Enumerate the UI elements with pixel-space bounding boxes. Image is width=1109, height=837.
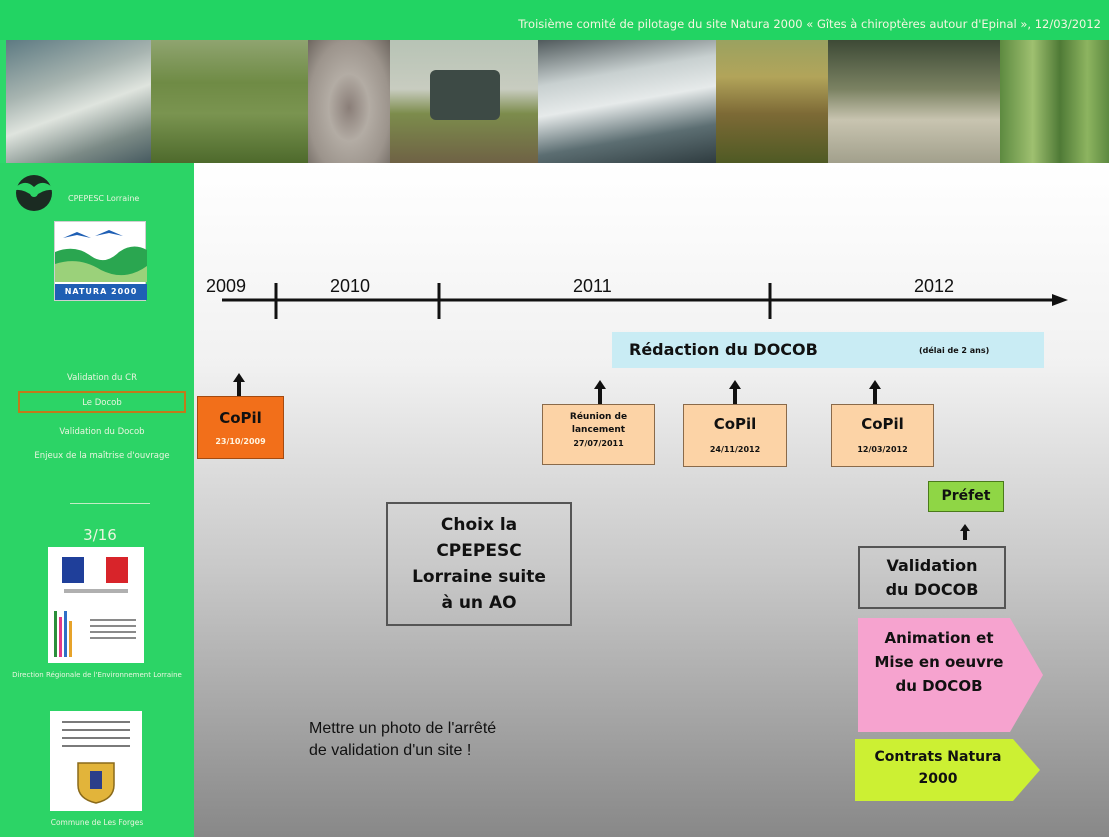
reunion-title: Réunion de lancement [569,412,628,435]
copil-nov-title: CoPil [713,415,757,433]
arrow-up-icon [960,524,970,540]
natura-2000-logo: NATURA 2000 [54,221,147,301]
dreal-caption: Direction Régionale de l'Environnement L… [12,671,182,679]
photo-bat [308,40,390,163]
copil-nov-box: CoPil 24/11/2012 [683,404,787,467]
nav-item-validation-cr[interactable]: Validation du CR [66,373,137,383]
nav-item-validation-docob[interactable]: Validation du Docob [59,427,145,437]
dreal-logo [48,547,144,663]
validation-docob-box: Validation du DOCOB [858,546,1006,609]
timeline-axis [222,283,1068,319]
year-2009: 2009 [206,276,247,296]
choix-box: Choix la CPEPESC Lorraine suite à un AO [386,502,572,626]
arrow-up-icon [729,380,741,404]
slide-title: Troisième comité de pilotage du site Nat… [518,17,1101,31]
year-2011: 2011 [573,276,612,296]
contrats-arrow-shape [855,739,1040,801]
natura-logo-text: NATURA 2000 [55,284,147,300]
animation-arrow: Animation et Mise en oeuvre du DOCOB [858,618,1043,732]
photo-tractor [390,40,538,163]
arrow-up-icon [233,373,245,397]
slide-content: 2009 2010 2011 2012 Rédaction du DOCOB (… [194,163,1109,837]
nav-item-docob-label: Le Docob [82,398,122,408]
commune-caption: Commune de Les Forges [50,818,144,827]
animation-label: Animation et Mise en oeuvre du DOCOB [874,629,1004,695]
photo-note: Mettre un photo de l'arrêté de validatio… [309,720,497,759]
photo-meadow [151,40,308,163]
contrats-arrow: Contrats Natura 2000 [855,739,1040,801]
copil-nov-date: 24/11/2012 [709,445,761,454]
photo-reeds [1000,40,1109,163]
reunion-lancement-box: Réunion de lancement 27/07/2011 [542,404,655,465]
photo-forest-worker [716,40,828,163]
tractor-shape [430,70,500,120]
photo-lynx [828,40,1000,163]
org-name: CPEPESC Lorraine [68,194,140,203]
nav-item-enjeux[interactable]: Enjeux de la maîtrise d'ouvrage [34,451,170,461]
dreal-text-lines [90,619,136,639]
coat-of-arms-icon [77,762,115,804]
copil-mar-box: CoPil 12/03/2012 [831,404,934,467]
arrow-up-icon [869,380,881,404]
copil-mar-date: 12/03/2012 [857,445,908,454]
commune-logo [50,711,142,811]
redaction-note: (délai de 2 ans) [919,346,990,355]
arrow-up-icon [594,380,606,404]
animation-arrow-shape [858,618,1043,732]
contrats-label: Contrats Natura 2000 [874,749,1002,787]
year-2012: 2012 [914,276,955,296]
reunion-date: 27/07/2011 [573,439,624,448]
photo-strip [6,40,1109,163]
copil-mar-title: CoPil [861,415,904,433]
page-counter: 3/16 [83,526,117,544]
photo-rock [6,40,151,163]
cpepesc-logo-icon [12,175,56,211]
choix-label: Choix la CPEPESC Lorraine suite à un AO [412,515,546,613]
sidebar: CPEPESC Lorraine NATURA 2000 Validation … [0,163,194,837]
prefet-box: Préfet [928,481,1004,512]
prefet-label: Préfet [941,488,991,504]
copil-2009-date: 23/10/2009 [215,437,266,446]
commune-text-lines [62,721,130,749]
header-bar: Troisième comité de pilotage du site Nat… [0,0,1109,40]
validation-label: Validation du DOCOB [885,556,979,599]
sidebar-divider [70,503,150,504]
nav-item-docob[interactable]: Le Docob [18,391,186,413]
photo-wetland [538,40,716,163]
marianne-flag [62,557,128,583]
republique-lines [64,589,128,593]
copil-2009-title: CoPil [219,409,262,427]
redaction-label: Rédaction du DOCOB [629,340,818,359]
copil-2009-box: CoPil 23/10/2009 [197,396,284,459]
dreal-emblem [54,611,84,657]
year-2010: 2010 [330,276,371,296]
natura-birds-icon [55,230,147,282]
redaction-band: Rédaction du DOCOB (délai de 2 ans) [612,332,1044,368]
